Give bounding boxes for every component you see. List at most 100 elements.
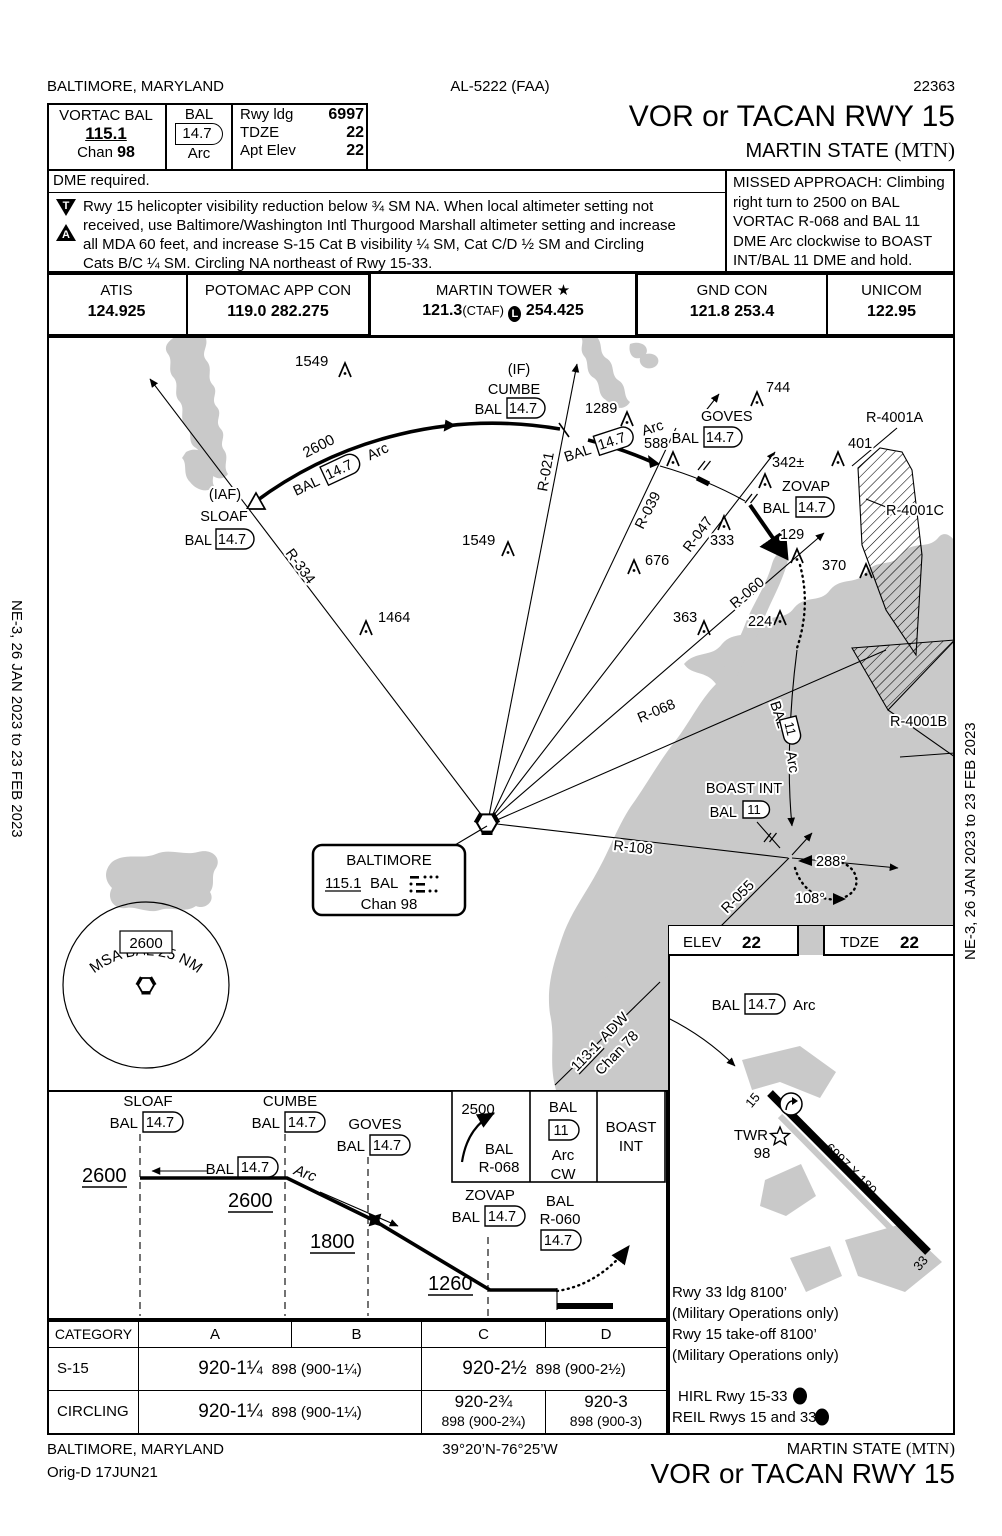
pcl-icon: L <box>508 306 522 322</box>
svg-text:676: 676 <box>645 553 669 569</box>
svg-text:288°: 288° <box>816 854 846 870</box>
svg-text:363: 363 <box>673 610 697 626</box>
svg-text:1289: 1289 <box>585 401 617 417</box>
svg-text:(Military Operations only): (Military Operations only) <box>672 1305 839 1322</box>
airport-name: MARTIN STATE <box>745 140 889 162</box>
svg-text:14.7: 14.7 <box>706 430 734 446</box>
svg-text:(IAF): (IAF) <box>209 487 241 503</box>
svg-text:14.7: 14.7 <box>288 1115 316 1131</box>
svg-text:11: 11 <box>782 720 800 737</box>
tower-star-icon <box>768 1125 792 1146</box>
svg-text:HIRL Rwy 15-33: HIRL Rwy 15-33 <box>678 1388 787 1405</box>
svg-text:BOAST: BOAST <box>606 1119 657 1136</box>
tower-star-icon: ★ <box>556 282 571 299</box>
fix-cumbe: (IF) CUMBE BAL 14.7 <box>473 360 546 420</box>
svg-text:R-334: R-334 <box>282 546 318 587</box>
svg-text:R-060: R-060 <box>540 1211 581 1228</box>
tdze-label: TDZE <box>840 934 879 951</box>
al-number: AL-5222 (FAA) <box>450 78 550 95</box>
svg-text:14.7: 14.7 <box>544 1233 572 1249</box>
restricted-area-label: R-4001C <box>886 503 944 519</box>
svg-text:BAL: BAL <box>475 402 502 418</box>
missed-approach-text: MISSED APPROACH: Climbing right turn to … <box>733 174 945 269</box>
svg-text:BAL: BAL <box>110 1115 138 1132</box>
svg-text:BALTIMORE: BALTIMORE <box>346 852 432 869</box>
svg-text:ZOVAP: ZOVAP <box>782 479 830 495</box>
svg-text:2600: 2600 <box>228 1190 273 1212</box>
msa-vortac-icon <box>135 976 157 995</box>
svg-text:14.7: 14.7 <box>488 1209 516 1225</box>
cat-d-header: D <box>546 1322 666 1348</box>
svg-text:14.7: 14.7 <box>748 997 776 1013</box>
vortac-symbol <box>473 812 501 835</box>
svg-text:GOVES: GOVES <box>348 1116 401 1133</box>
svg-text:14.7: 14.7 <box>509 401 537 417</box>
svg-text:BAL: BAL <box>672 431 699 447</box>
circling-c-cell: 920-2¾ 898 (900-2¾) <box>422 1391 546 1433</box>
svg-text:1260: 1260 <box>428 1273 473 1295</box>
tower-mark: TWR 98 <box>734 1125 792 1162</box>
svg-text:R-021: R-021 <box>535 451 558 493</box>
svg-text:REIL Rwys 15 and 33: REIL Rwys 15 and 33 <box>672 1409 817 1426</box>
minimums-table: CATEGORY A B C D S-15 920-1¼ 898 (900-1¼… <box>47 1320 668 1435</box>
navaid-chan: Chan 98 <box>77 144 135 161</box>
s15-cd-cell: 920-2½ 898 (900-2½) <box>422 1348 666 1391</box>
svg-text:R-108: R-108 <box>613 838 654 858</box>
airport-id: (MTN) <box>894 138 955 162</box>
notes-divider <box>47 192 725 193</box>
msa-altitude: 2600 <box>129 935 162 952</box>
pcl-icon: L <box>793 1387 807 1405</box>
svg-text:SLOAF: SLOAF <box>123 1093 172 1110</box>
dme-required-note: DME required. <box>53 172 150 189</box>
circling-row-label: CIRCLING <box>49 1391 139 1433</box>
svg-text:BOAST INT: BOAST INT <box>706 781 782 797</box>
restricted-area-label: R-4001B <box>890 714 947 730</box>
missed-approach-box: MISSED APPROACH: Climbing right turn to … <box>725 169 955 273</box>
svg-text:1549: 1549 <box>295 353 328 370</box>
navaid-label: VORTAC BAL <box>59 107 153 124</box>
svg-text:BAL: BAL <box>370 875 398 892</box>
chart-code: 22363 <box>913 78 955 95</box>
svg-text:BAL: BAL <box>546 1193 574 1210</box>
cat-a-header: A <box>139 1322 292 1348</box>
svg-text:L: L <box>797 1391 804 1403</box>
vortac-info-box: BALTIMORE 115.1 BAL Chan 98 <box>311 825 488 917</box>
svg-text:BAL: BAL <box>763 501 790 517</box>
fix-goves: GOVES BAL 14.7 <box>670 407 755 471</box>
morse-code <box>409 875 439 893</box>
svg-text:BAL: BAL <box>712 997 740 1014</box>
svg-text:CW: CW <box>551 1166 577 1183</box>
arc-cell: BAL 14.7 Arc <box>165 103 233 171</box>
svg-text:98: 98 <box>754 1145 771 1162</box>
airport-title: MARTIN STATE (MTN) <box>560 138 955 163</box>
svg-text:129: 129 <box>780 527 804 543</box>
svg-text:14.7: 14.7 <box>241 1160 269 1176</box>
svg-text:BAL: BAL <box>252 1115 280 1132</box>
svg-text:BAL: BAL <box>337 1138 365 1155</box>
svg-text:14.7: 14.7 <box>373 1138 401 1154</box>
pcl-icon: L <box>815 1408 829 1426</box>
svg-text:14.7: 14.7 <box>146 1115 174 1131</box>
svg-text:224: 224 <box>748 614 772 630</box>
svg-text:11: 11 <box>553 1123 568 1139</box>
category-header: CATEGORY <box>49 1322 139 1348</box>
svg-text:115.1: 115.1 <box>325 875 361 892</box>
missed-approach-boxes: 2500 BAL R-068 BAL 11 Arc CW BOAST INT <box>451 1090 666 1183</box>
arc-bal: BAL <box>184 106 214 123</box>
circling-ab-cell: 920-1¼ 898 (900-1¼) <box>139 1391 422 1433</box>
obstacles: 1549 1549 1464 1289 588 744 401 342± 333… <box>293 351 874 636</box>
unicom-cell: UNICOM 122.95 <box>826 273 955 336</box>
svg-text:BAL: BAL <box>206 1161 234 1178</box>
arc-label: Arc <box>187 145 211 162</box>
svg-text:11: 11 <box>747 802 761 817</box>
sketch-notes: Rwy 33 ldg 8100’ (Military Operations on… <box>672 1284 839 1426</box>
svg-text:(Military Operations only): (Military Operations only) <box>672 1347 839 1364</box>
svg-text:CUMBE: CUMBE <box>263 1093 317 1110</box>
svg-text:BAL: BAL <box>549 1099 577 1116</box>
s15-row-label: S-15 <box>49 1348 139 1391</box>
tdze-value: 22 <box>900 933 919 952</box>
profile-view: SLOAF BAL 14.7 CUMBE BAL 14.7 GOVES BAL … <box>47 1090 668 1320</box>
